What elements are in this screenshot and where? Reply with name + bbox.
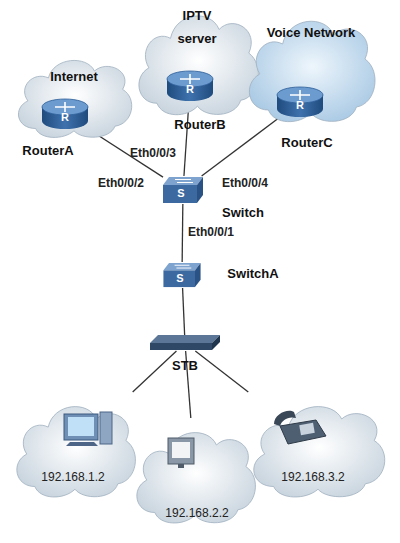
cloud-node: 192.168.1.2: [8, 392, 142, 500]
switch-node: SwitchA: [162, 262, 202, 288]
switch-front: [163, 270, 195, 287]
router-node: RouterA: [40, 98, 90, 130]
node-label: IPTV server: [162, 4, 232, 50]
stb-front: [150, 343, 212, 350]
switch-side: [197, 177, 203, 203]
router-arrows: [290, 90, 310, 100]
link-line: [90, 130, 163, 177]
phone-keypad: [299, 423, 315, 435]
link-line: [195, 351, 248, 392]
router-node: RouterC: [275, 86, 325, 118]
switch-arrows: [175, 180, 193, 183]
node-label: RouterB: [160, 116, 240, 134]
port-label: Eth0/0/1: [188, 225, 234, 239]
router-arrows: [55, 102, 75, 112]
link-line: [133, 351, 177, 392]
switch-top: [163, 263, 200, 270]
tv-stand: [178, 464, 184, 468]
tv-symbol: [128, 418, 278, 498]
switch-arrows: [175, 265, 192, 268]
switch-side: [195, 263, 201, 287]
cloud-blue-node: Voice NetworkRouterC: [240, 5, 382, 125]
router-node: RouterB: [165, 70, 215, 102]
node-label: Internet: [10, 68, 138, 86]
node-label: STB: [160, 357, 210, 375]
screen: [68, 417, 94, 436]
icon-glyph: S: [173, 186, 189, 200]
switch-top: [163, 177, 203, 185]
ip-address: 192.168.3.2: [248, 468, 378, 486]
tower: [100, 412, 112, 444]
router-symbol: [165, 70, 215, 102]
link-line: [182, 204, 184, 262]
tv-body: [168, 438, 194, 464]
link-line: [183, 288, 185, 335]
port-label: Eth0/0/2: [98, 176, 144, 190]
port-label: Eth0/0/4: [222, 176, 268, 190]
icon-glyph: R: [292, 98, 308, 112]
tv-screen: [172, 442, 190, 458]
switch-front: [163, 185, 197, 203]
cloud-node: 192.168.2.2: [128, 418, 262, 526]
node-label: RouterC: [267, 134, 347, 152]
phone-handset: [274, 411, 296, 426]
stb-side: [212, 335, 220, 350]
router-top: [277, 87, 323, 103]
stb-node: STB: [150, 335, 220, 351]
switch-node: Switch: [163, 176, 203, 204]
router-arrows: [180, 74, 200, 84]
node-label: RouterA: [8, 142, 88, 160]
router-symbol: [40, 98, 90, 130]
monitor: [64, 414, 98, 440]
ip-address: 192.168.1.2: [8, 468, 138, 486]
switch-symbol: [163, 176, 203, 204]
icon-glyph: R: [182, 82, 198, 96]
node-label: SwitchA: [218, 265, 288, 283]
icon-glyph: S: [172, 271, 188, 285]
cloud-outline: [249, 21, 375, 121]
node-label: Voice Network: [266, 21, 356, 44]
router-symbol: [275, 86, 325, 118]
cloud-node: InternetRouterA: [10, 48, 138, 140]
node-label: Switch: [213, 204, 273, 222]
cloud-node: IPTV serverRouterB: [130, 0, 265, 118]
keyboard: [66, 442, 98, 446]
phone-symbol: [244, 392, 394, 472]
ip-address: 192.168.2.2: [132, 504, 262, 522]
phone-body: [280, 420, 326, 444]
switch-symbol: [162, 262, 202, 288]
stb-top: [150, 335, 220, 343]
port-label: Eth0/0/3: [130, 146, 176, 160]
stb-symbol: [150, 335, 220, 351]
pc-symbol: [8, 392, 158, 472]
cloud-outline: [139, 16, 258, 115]
cloud-node: 192.168.3.2: [244, 392, 392, 500]
router-top: [167, 71, 213, 87]
router-top: [42, 99, 88, 115]
icon-glyph: R: [57, 110, 73, 124]
